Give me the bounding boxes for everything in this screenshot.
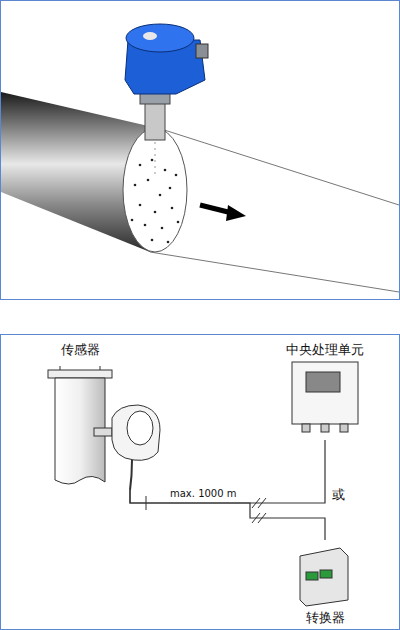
device-label: 传感器: [40, 342, 120, 358]
sensor-logo: [143, 32, 157, 40]
pipe-outline: [150, 252, 399, 292]
sensor-cap: [126, 24, 194, 52]
cable-connector: [130, 440, 325, 503]
pipe-opening: [123, 128, 187, 252]
cable-gland: [196, 44, 208, 58]
sensor-body: [112, 405, 160, 460]
pipe-flange: [48, 370, 112, 378]
sensor-stem: [145, 100, 165, 140]
distance-label: max. 1000 m: [168, 488, 239, 500]
display: [306, 372, 340, 392]
particles: [131, 159, 180, 244]
converter-module: [300, 548, 348, 606]
device-node: 传感器: [40, 342, 170, 490]
device-node: 中央处理单元: [280, 342, 370, 440]
device-label: 转换器: [285, 610, 365, 626]
panel-frame: [1, 1, 400, 300]
device-label: 中央处理单元: [280, 342, 370, 358]
device-node: 转换器: [285, 540, 365, 626]
alternative-label: 或: [330, 487, 347, 503]
processor-housing: [292, 362, 358, 424]
sensor-lid: [127, 411, 153, 445]
pipe-outline: [158, 128, 399, 205]
probe: [94, 428, 112, 436]
terminal: [306, 572, 318, 580]
cable-glands: [302, 424, 348, 432]
flow-arrowhead: [226, 205, 246, 221]
break-mark: [252, 498, 266, 523]
panel-frame: [1, 335, 400, 630]
sensor-cable: [130, 460, 132, 490]
pipe-top: [60, 366, 100, 370]
terminal: [320, 570, 332, 578]
